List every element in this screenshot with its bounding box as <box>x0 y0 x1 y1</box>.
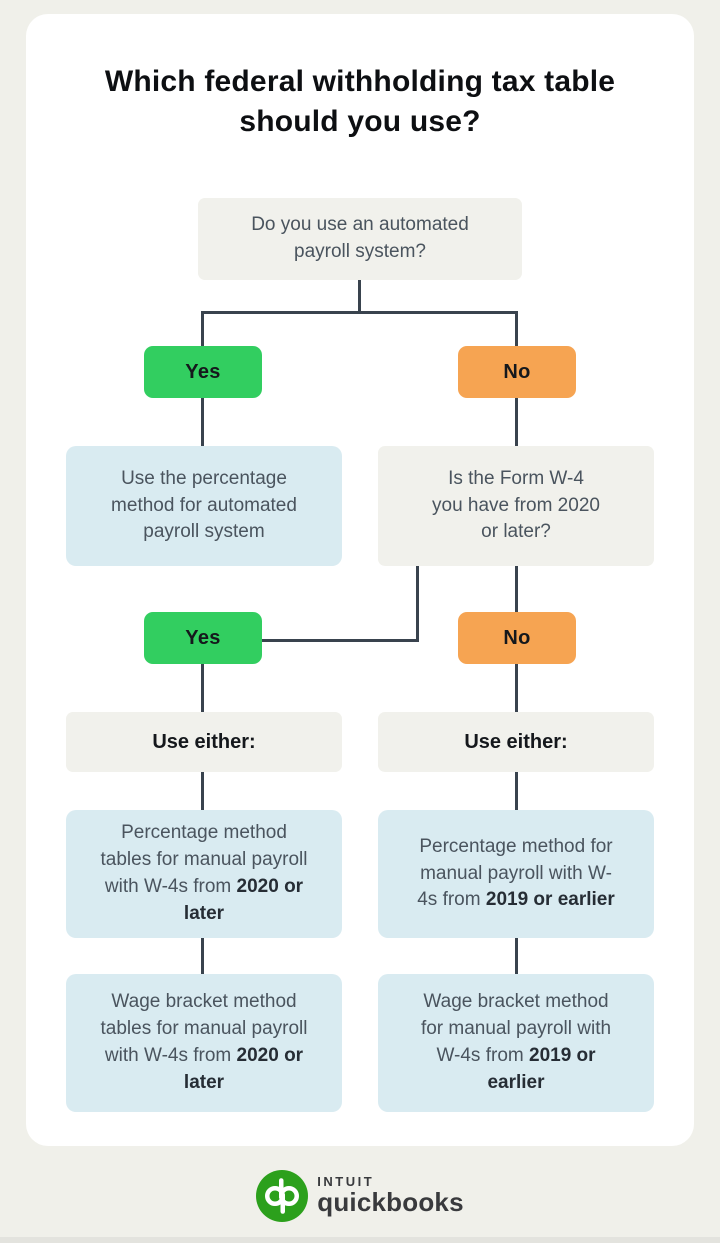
brand-wordmark: INTUIT quickbooks <box>317 1175 463 1216</box>
quickbooks-logo-icon <box>256 1170 309 1222</box>
brand-quickbooks-label: quickbooks <box>317 1187 464 1218</box>
use-either-box-right: Use either: <box>378 712 654 772</box>
result-text: Wage bracket method tables for manual pa… <box>95 989 313 1097</box>
result-box-wage-bracket-2019: Wage bracket method for manual payroll w… <box>378 974 654 1112</box>
question-text: Do you use an automated payroll system? <box>251 214 469 262</box>
result-text-normal: Percentage method tables for manual payr… <box>100 822 308 897</box>
result-text: Wage bracket method for manual payroll w… <box>411 989 621 1097</box>
yes-badge-1: Yes <box>144 346 262 398</box>
no-badge-1: No <box>458 346 576 398</box>
connector-q1-stem <box>358 280 361 314</box>
connector-right-result1 <box>515 772 518 810</box>
result-text-normal: Wage bracket method tables for manual pa… <box>100 991 308 1066</box>
connector-q2-yes-left <box>262 639 419 642</box>
footer-brand: INTUIT quickbooks <box>0 1163 720 1229</box>
brand-intuit-label: INTUIT <box>317 1174 375 1190</box>
connector-yes1-stem <box>201 398 204 446</box>
connector-yes2-stem <box>201 664 204 712</box>
result-text-normal: Wage bracket method for manual payroll w… <box>420 991 612 1066</box>
no-badge-2: No <box>458 612 576 664</box>
page-title: Which federal withholding tax table shou… <box>104 65 616 138</box>
result-text: Use the percentage method for automated … <box>111 467 297 543</box>
use-either-box-left: Use either: <box>66 712 342 772</box>
yes-badge-2: Yes <box>144 612 262 664</box>
result-text: Percentage method for manual payroll wit… <box>416 834 616 915</box>
connector-q1-to-no <box>515 311 518 346</box>
connector-right-result2 <box>515 938 518 974</box>
use-either-label: Use either: <box>152 730 256 753</box>
connector-left-result2 <box>201 938 204 974</box>
result-box-percentage-2020: Percentage method tables for manual payr… <box>66 810 342 938</box>
connector-q1-branch <box>201 311 518 314</box>
result-text-bold: 2019 or earlier <box>487 1045 596 1093</box>
result-text-bold: 2020 or later <box>183 1045 304 1093</box>
question-text: Is the Form W-4 you have from 2020 or la… <box>432 467 600 543</box>
use-either-label: Use either: <box>464 730 568 753</box>
connector-q1-to-yes <box>201 311 204 346</box>
result-text-normal: Percentage method for manual payroll wit… <box>417 835 613 911</box>
connector-left-result1 <box>201 772 204 810</box>
page-bottom-edge <box>0 1237 720 1243</box>
result-box-automated-percentage: Use the percentage method for automated … <box>66 446 342 566</box>
result-text-bold: 2020 or later <box>183 876 304 924</box>
result-box-wage-bracket-2020: Wage bracket method tables for manual pa… <box>66 974 342 1112</box>
connector-q2-yes-down <box>416 566 419 642</box>
result-box-percentage-2019: Percentage method for manual payroll wit… <box>378 810 654 938</box>
connector-no1-stem <box>515 398 518 446</box>
result-text-bold: 2019 or earlier <box>485 889 615 911</box>
result-text: Percentage method tables for manual payr… <box>98 820 310 928</box>
question-box-w4-year: Is the Form W-4 you have from 2020 or la… <box>378 446 654 566</box>
question-box-automated-payroll: Do you use an automated payroll system? <box>198 198 522 280</box>
